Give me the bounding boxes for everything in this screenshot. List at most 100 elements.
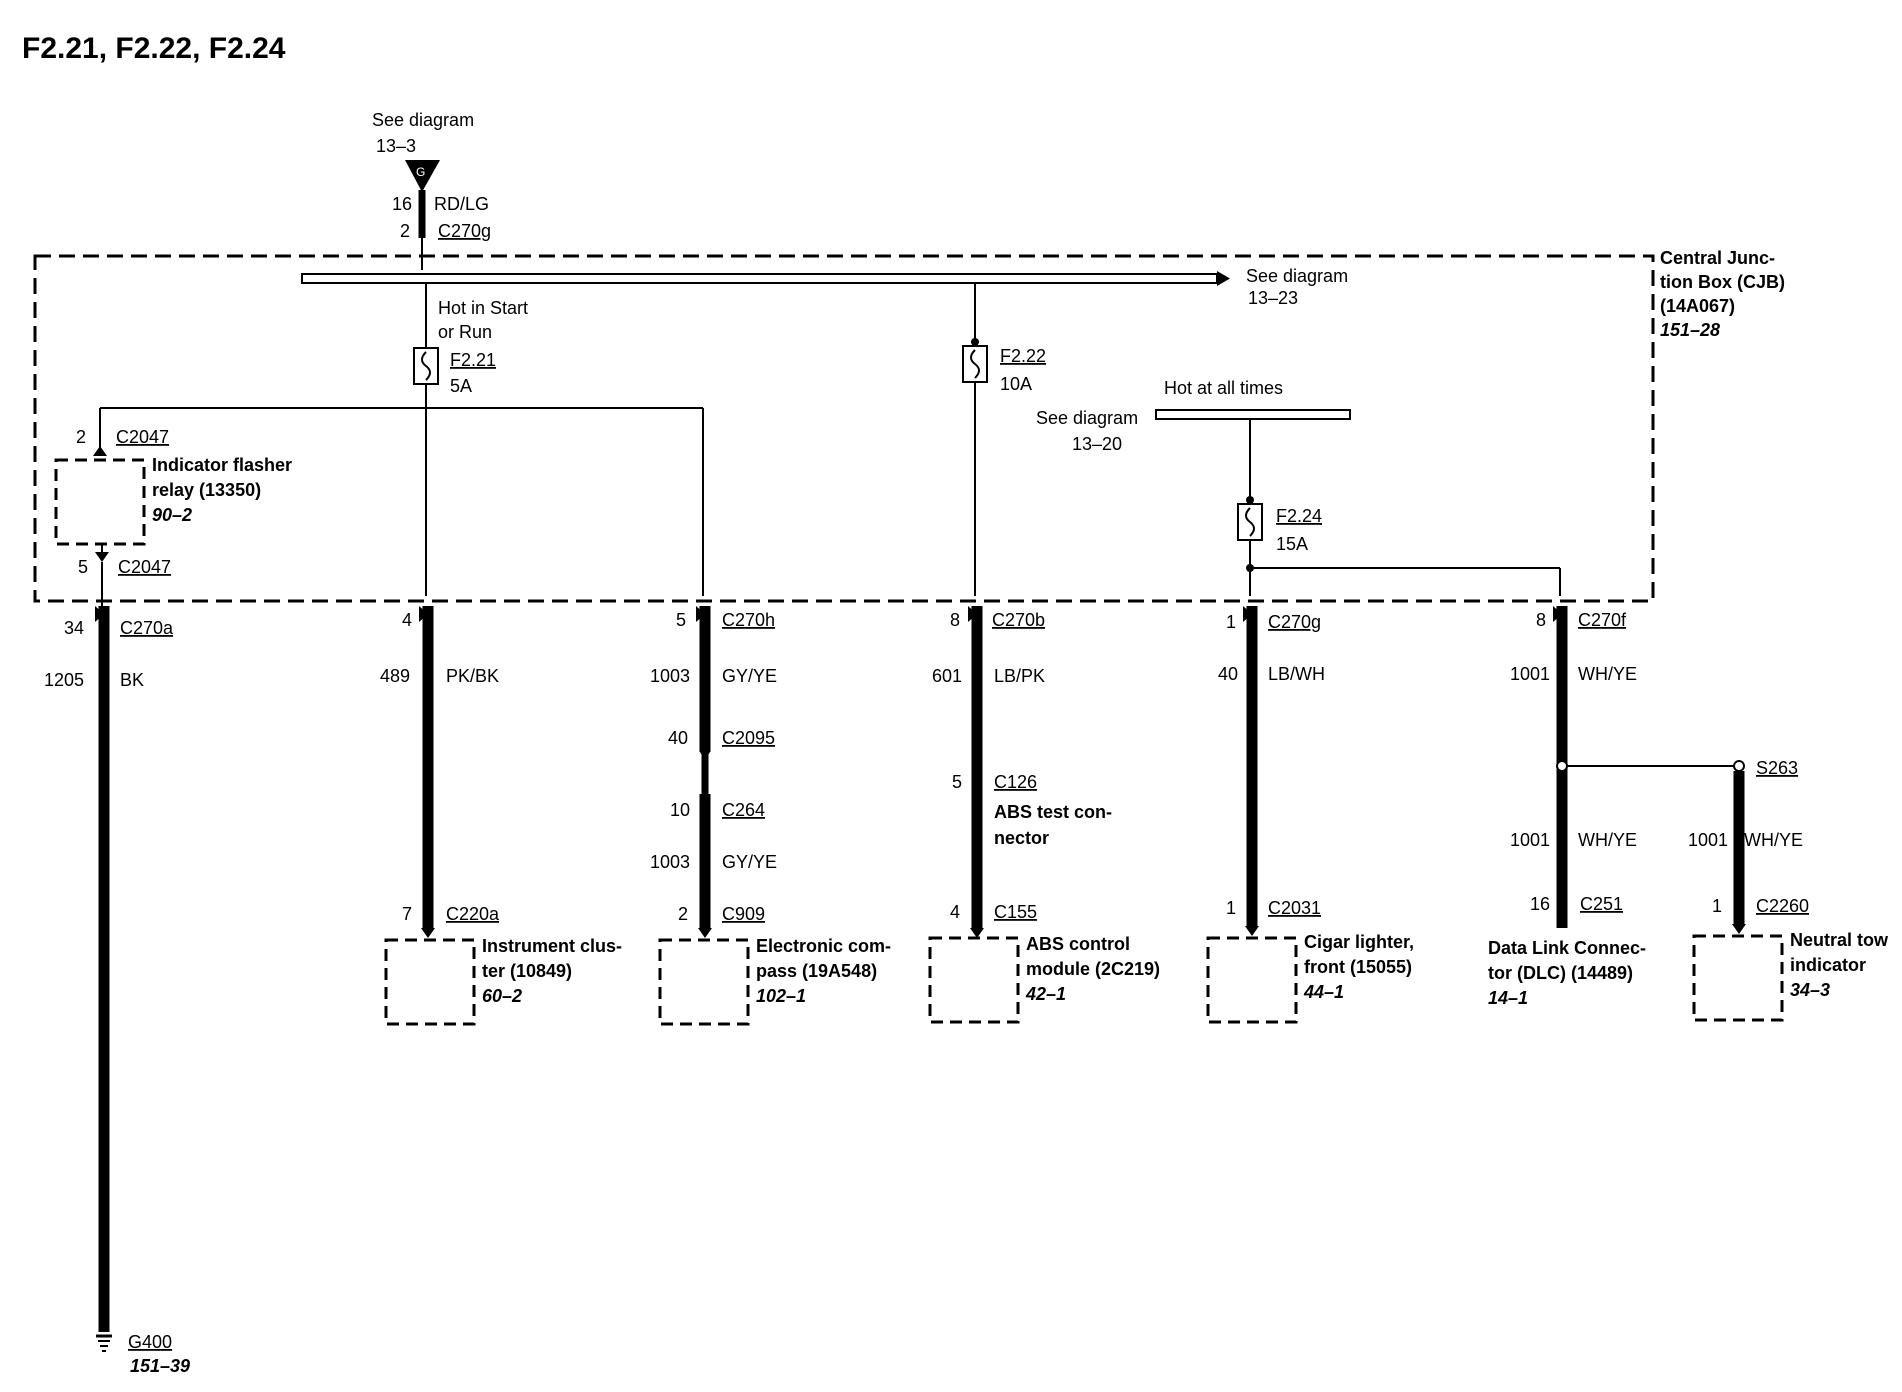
dlc-pin: 8 — [1536, 610, 1546, 630]
compass-c2095: C2095 — [722, 728, 775, 748]
compass-c2095-arrow-icon — [700, 752, 710, 760]
flasher-label-2: relay (13350) — [152, 480, 261, 500]
abs-module-box — [928, 936, 1020, 1024]
compass-connector: C270h — [722, 610, 775, 630]
top-see-diagram: See diagram — [372, 110, 474, 130]
compass-label-1: Electronic com- — [756, 936, 891, 956]
neutral-end-pin: 1 — [1712, 896, 1722, 916]
compass-end-connector: C909 — [722, 904, 765, 924]
instrument-color: PK/BK — [446, 666, 499, 686]
fuse-f222-name: F2.22 — [1000, 346, 1046, 366]
cigar-pin: 1 — [1226, 612, 1236, 632]
abs-end-arrow-icon — [970, 928, 984, 938]
flasher-top-pin: 2 — [76, 427, 86, 447]
flasher-bottom-pin: 5 — [78, 557, 88, 577]
flasher-relay-box — [54, 458, 146, 546]
neutral-tow-box — [1692, 934, 1784, 1022]
hot-all-label: Hot at all times — [1164, 378, 1283, 398]
hot-all-see-ref: 13–20 — [1072, 434, 1122, 454]
top-see-ref: 13–3 — [376, 136, 416, 156]
neutral-ref: 34–3 — [1790, 980, 1830, 1000]
flasher-top-connector: C2047 — [116, 427, 169, 447]
page-title: F2.21, F2.22, F2.24 — [22, 32, 286, 65]
splice-node-left — [1556, 760, 1568, 772]
bus-see-ref: 13–23 — [1248, 288, 1298, 308]
compass-c264: C264 — [722, 800, 765, 820]
cigar-lighter-box — [1206, 936, 1298, 1024]
abs-connector: C270b — [992, 610, 1045, 630]
fuse-f224-icon — [1237, 503, 1263, 541]
cigar-color: LB/WH — [1268, 664, 1325, 684]
splice-name: S263 — [1756, 758, 1798, 778]
cjb-label-3: (14A067) — [1660, 296, 1735, 316]
instrument-cluster-box — [384, 938, 476, 1026]
dlc-label-2: tor (DLC) (14489) — [1488, 963, 1633, 983]
abs-label-1: ABS control — [1026, 934, 1130, 954]
ground-name: G400 — [128, 1332, 172, 1352]
top-connector: C270g — [438, 221, 491, 241]
flasher-bottom-connector: C2047 — [118, 557, 171, 577]
compass-c2095-pin: 40 — [668, 728, 688, 748]
hot-all-see-diagram: See diagram — [1036, 408, 1138, 428]
abs-test-pin: 5 — [952, 772, 962, 792]
abs-end-pin: 4 — [950, 902, 960, 922]
cigar-end-connector: C2031 — [1268, 898, 1321, 918]
cjb-ref: 151–28 — [1660, 320, 1720, 340]
dlc-color-2: WH/YE — [1578, 830, 1637, 850]
abs-circuit: 601 — [932, 666, 962, 686]
dlc-label-1: Data Link Connec- — [1488, 938, 1646, 958]
source-marker: G — [416, 165, 425, 179]
bus-bar — [301, 271, 1230, 286]
compass-c264-arrow-icon — [700, 794, 710, 802]
flasher-label-1: Indicator flasher — [152, 455, 292, 475]
cjb-label-1: Central Junc- — [1660, 248, 1775, 268]
top-pin: 2 — [400, 221, 410, 241]
splice-node-right — [1733, 760, 1745, 772]
hot-start-label-2: or Run — [438, 322, 492, 342]
dlc-circuit: 1001 — [1510, 664, 1550, 684]
dlc-color: WH/YE — [1578, 664, 1637, 684]
dlc-ref: 14–1 — [1488, 988, 1528, 1008]
fuse-f224-node — [1246, 496, 1254, 504]
instrument-end-pin: 7 — [402, 904, 412, 924]
ground-circuit: 1205 — [44, 670, 84, 690]
compass-pin: 5 — [676, 610, 686, 630]
neutral-circuit: 1001 — [1688, 830, 1728, 850]
abs-end-connector: C155 — [994, 902, 1037, 922]
cigar-end-pin: 1 — [1226, 898, 1236, 918]
instrument-ref: 60–2 — [482, 986, 522, 1006]
instrument-pin: 4 — [402, 610, 412, 630]
compass-color: GY/YE — [722, 666, 777, 686]
neutral-end-connector: C2260 — [1756, 896, 1809, 916]
abs-pin: 8 — [950, 610, 960, 630]
fuse-f221-amp: 5A — [450, 376, 472, 396]
ground-icon — [96, 1334, 112, 1352]
central-junction-box — [33, 254, 1655, 603]
flasher-ref: 90–2 — [152, 505, 192, 525]
fuse-f224-amp: 15A — [1276, 534, 1308, 554]
abs-color: LB/PK — [994, 666, 1045, 686]
compass-end-arrow-icon — [698, 928, 712, 938]
compass-label-2: pass (19A548) — [756, 961, 877, 981]
fuse-f222-amp: 10A — [1000, 374, 1032, 394]
compass-ref: 102–1 — [756, 986, 806, 1006]
fuse-f222-icon — [962, 345, 988, 383]
hot-all-bus — [1155, 409, 1351, 420]
instrument-circuit: 489 — [380, 666, 410, 686]
ground-color: BK — [120, 670, 144, 690]
cigar-ref: 44–1 — [1303, 982, 1344, 1002]
abs-test-label-2: nector — [994, 828, 1049, 848]
ground-connector: C270a — [120, 618, 174, 638]
dlc-circuit-2: 1001 — [1510, 830, 1550, 850]
flasher-bottom-arrow-icon — [95, 552, 109, 562]
neutral-label-1: Neutral tow — [1790, 930, 1889, 950]
fuse-f221-icon — [413, 347, 439, 385]
ground-pin: 34 — [64, 618, 84, 638]
cigar-end-arrow-icon — [1245, 926, 1259, 936]
compass-end-pin: 2 — [678, 904, 688, 924]
fuse-f221-name: F2.21 — [450, 350, 496, 370]
dlc-end-connector: C251 — [1580, 894, 1623, 914]
cjb-label-2: tion Box (CJB) — [1660, 272, 1785, 292]
instrument-end-arrow-icon — [421, 928, 435, 938]
